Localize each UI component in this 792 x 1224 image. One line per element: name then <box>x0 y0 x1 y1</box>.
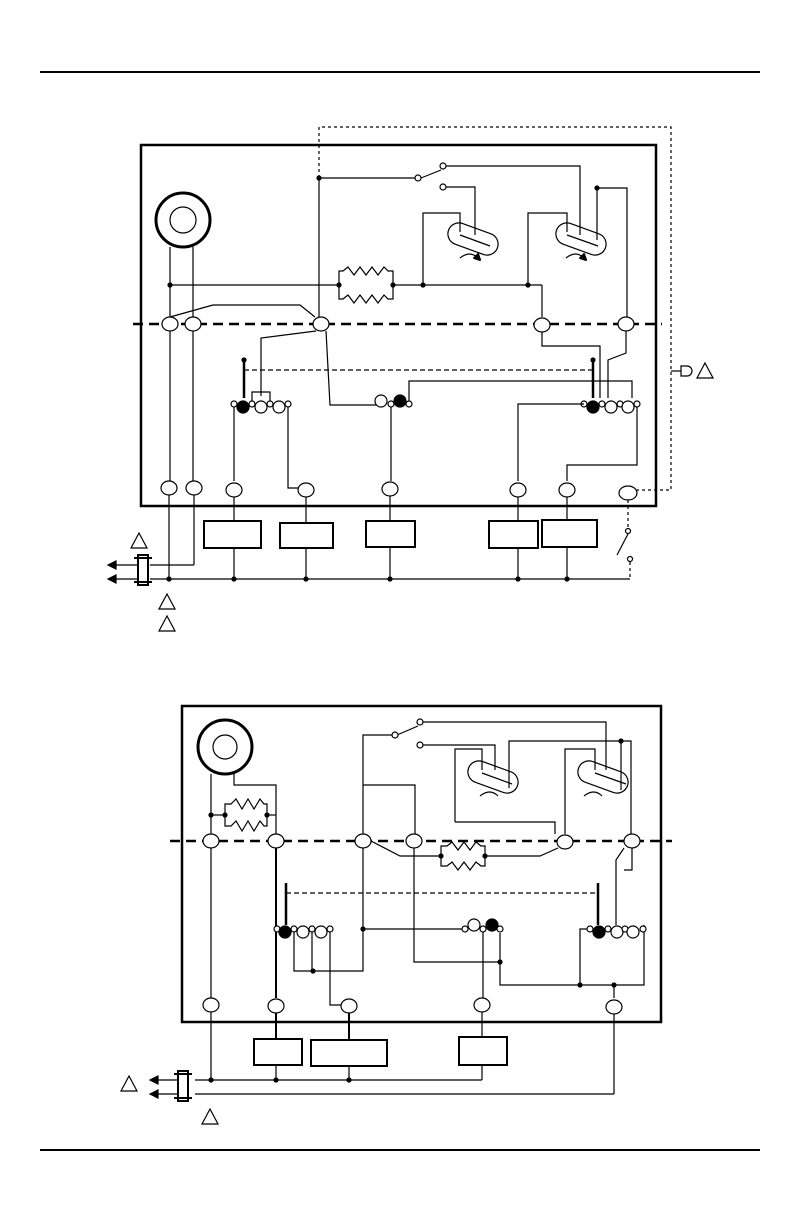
gas-valve-knob-inner <box>213 735 237 759</box>
resistor <box>339 267 393 285</box>
sensor-left <box>423 213 501 285</box>
arrow-icon <box>108 561 116 569</box>
resistor <box>225 799 267 815</box>
arrow-icon <box>150 1090 158 1098</box>
relay-left <box>231 392 298 488</box>
note-triangle-2 <box>202 1109 218 1124</box>
upper-diagram <box>108 127 713 631</box>
switch-arm <box>421 170 441 178</box>
remote-switch-arm <box>617 534 628 555</box>
load-1 <box>204 521 261 548</box>
load-3 <box>459 1037 507 1065</box>
power-connector <box>108 555 152 585</box>
load-4 <box>489 521 538 548</box>
arrow-icon <box>150 1076 158 1084</box>
lower-diagram <box>121 706 672 1124</box>
load-2 <box>311 1040 387 1066</box>
relay-right <box>518 401 640 481</box>
gas-valve-knob-inner <box>170 207 196 233</box>
switch-arm <box>397 726 418 735</box>
gas-valve-knob <box>198 720 252 774</box>
load-1 <box>254 1039 302 1065</box>
note-triangle-2 <box>159 594 175 609</box>
resistor <box>441 842 485 856</box>
load-3 <box>366 521 415 547</box>
note-triangle-remote <box>697 363 713 378</box>
relay-left <box>274 926 365 1005</box>
control-box <box>141 145 656 506</box>
relay-right <box>578 926 646 998</box>
remote-dashed-loop <box>319 127 671 490</box>
note-triangle-3 <box>159 616 175 631</box>
remote-indicator-icon <box>681 366 692 376</box>
load-2 <box>280 523 333 548</box>
power-connector <box>150 1071 192 1101</box>
control-box <box>182 706 661 1022</box>
arrow-icon <box>108 575 116 583</box>
note-triangle-1 <box>121 1076 137 1091</box>
load-5 <box>542 520 597 547</box>
note-triangle-1 <box>131 533 147 548</box>
gas-valve-knob <box>156 193 210 247</box>
sensor-left <box>455 749 521 822</box>
